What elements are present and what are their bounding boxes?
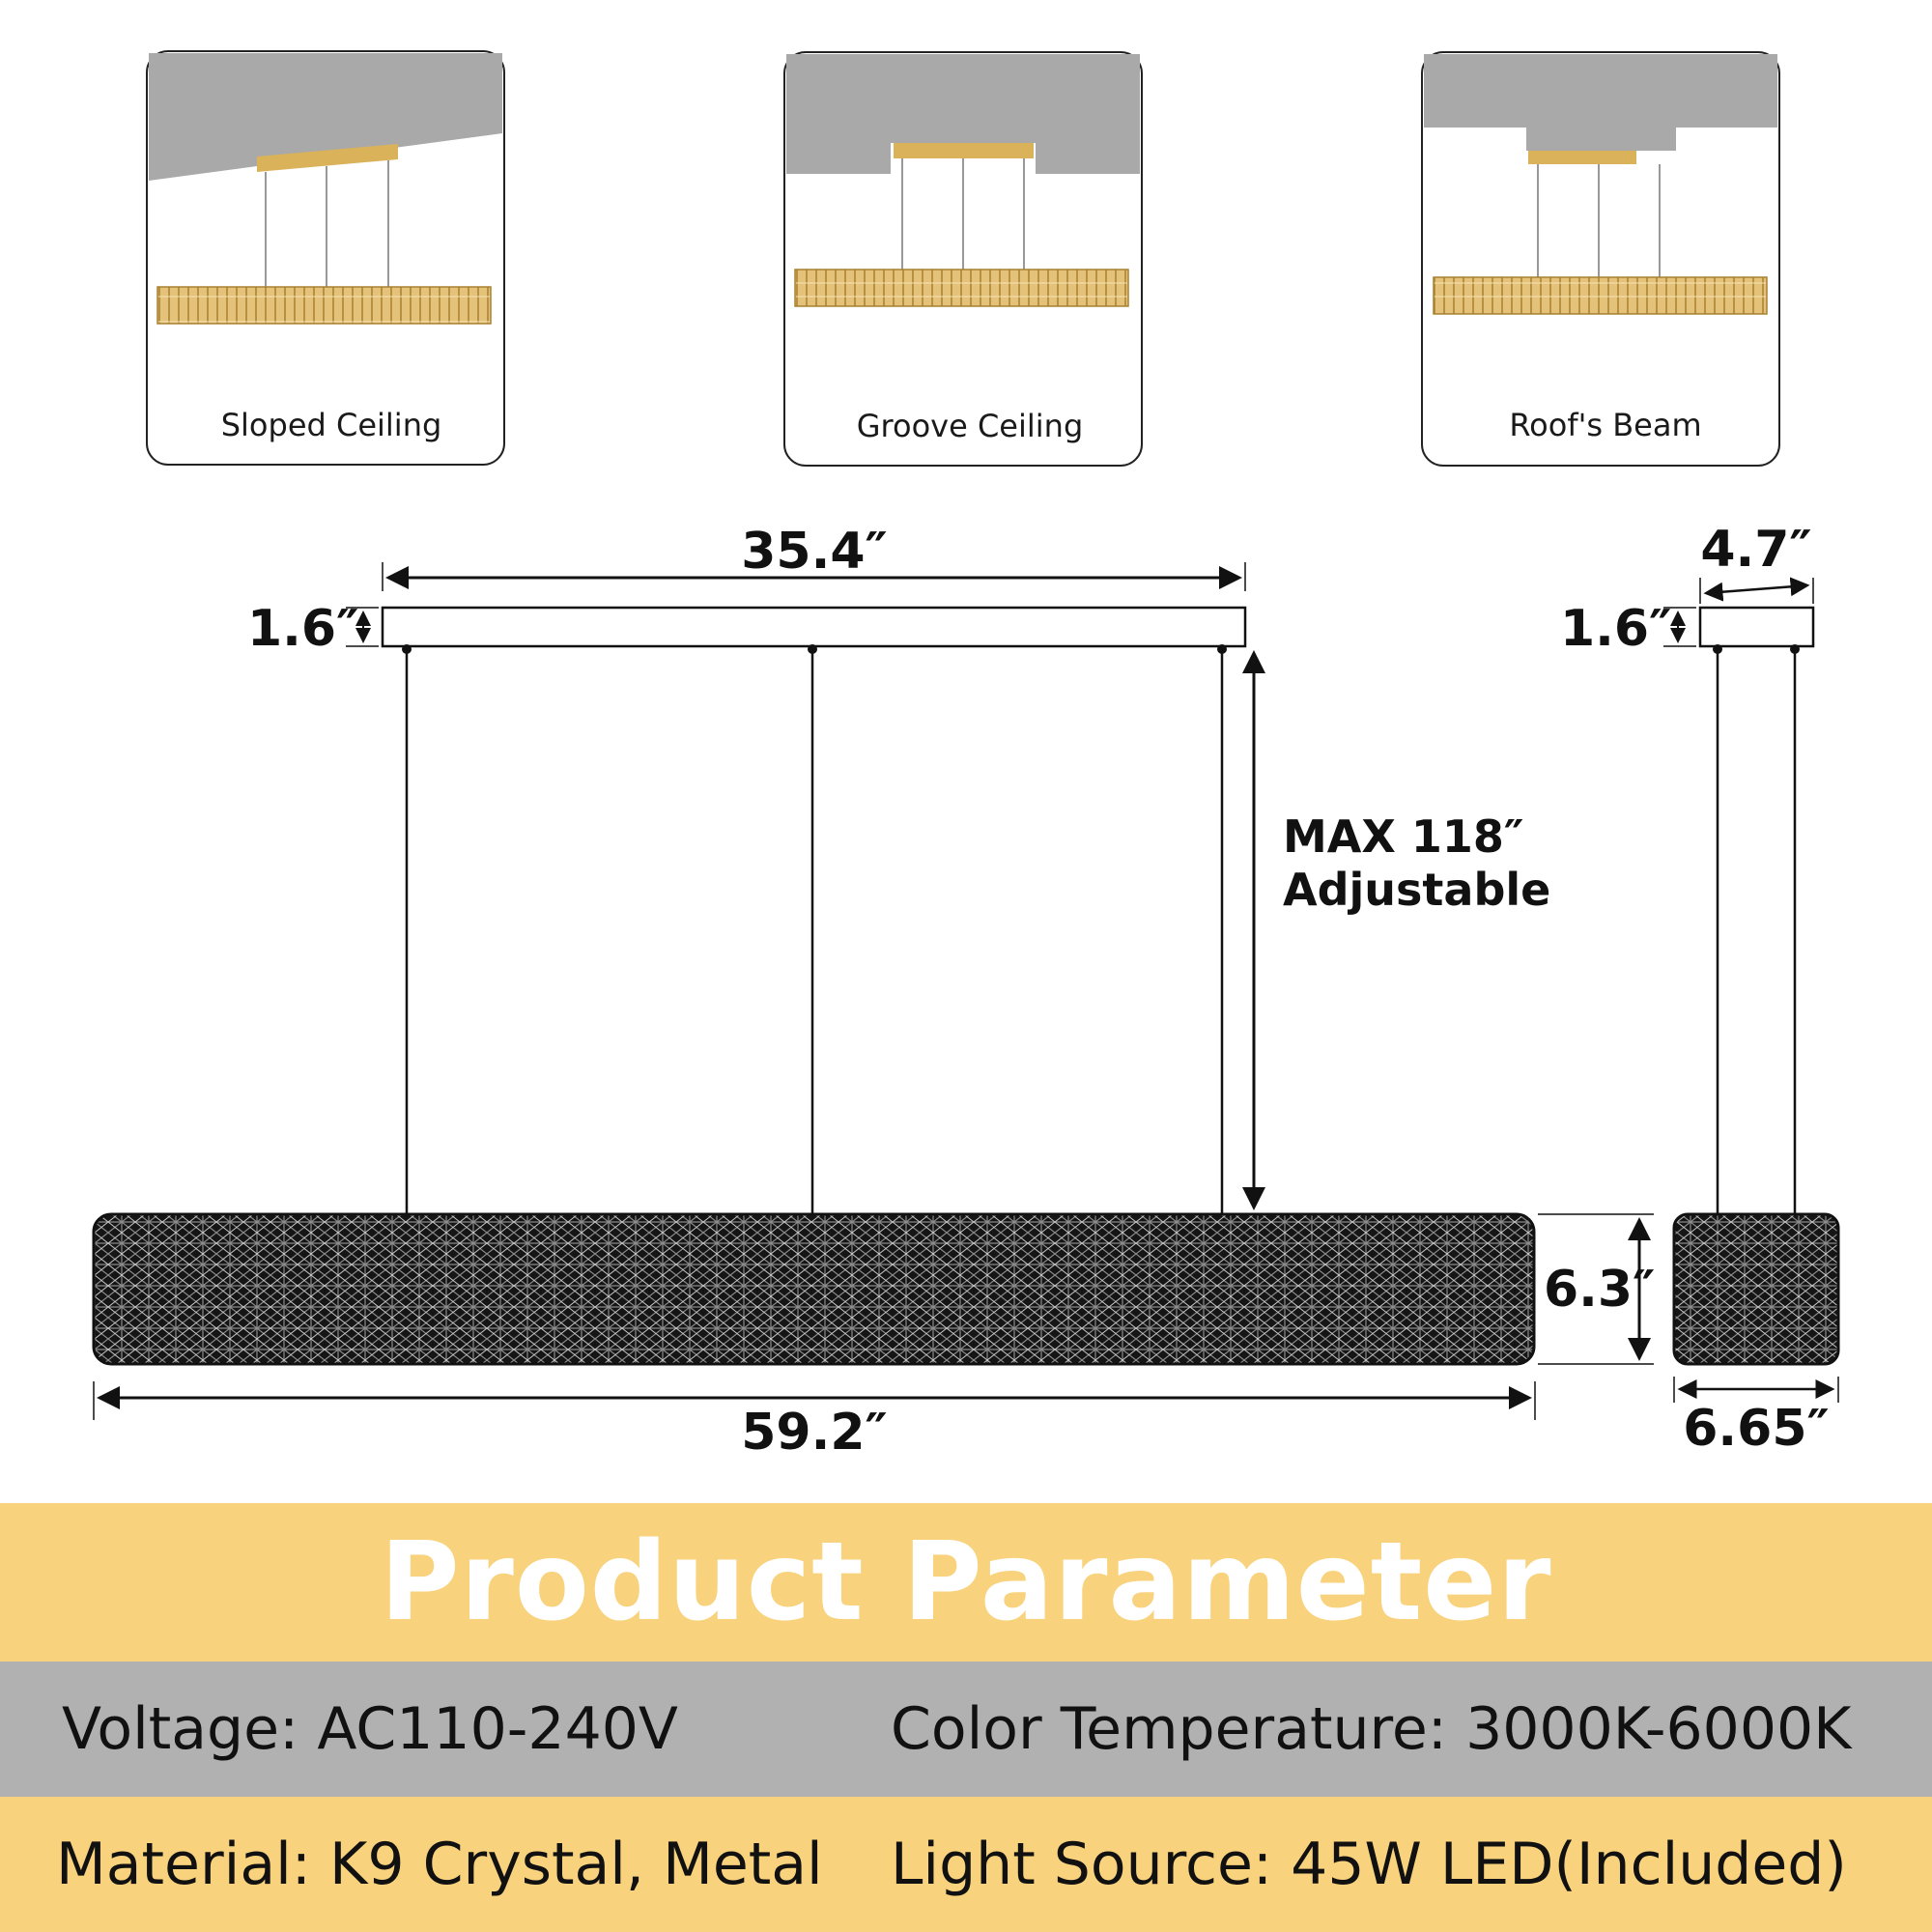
suspension-note: Adjustable [1283, 864, 1550, 916]
body-length-label: 59.2″ [741, 1404, 888, 1462]
mounting-label: Groove Ceiling [857, 408, 1084, 444]
mounting-label: Roof's Beam [1509, 407, 1701, 443]
side-crystal-body [1672, 1212, 1840, 1366]
side-canopy-height-label: 1.6″ [1560, 600, 1671, 658]
crystal-body [92, 1212, 1536, 1366]
side-view [1672, 606, 1840, 1366]
beam-ceiling-icon [1424, 54, 1777, 151]
parameter-row-2: Material: K9 Crystal, Metal Light Source… [0, 1797, 1932, 1932]
mounting-card-sloped: Sloped Ceiling [146, 50, 505, 466]
sloped-ceiling-icon [149, 53, 502, 181]
parameter-row-1: Voltage: AC110-240V Color Temperature: 3… [0, 1662, 1932, 1797]
mounting-card-groove: Groove Ceiling [783, 51, 1143, 467]
product-parameter-banner: Product Parameter [0, 1503, 1932, 1662]
mounting-label: Sloped Ceiling [221, 407, 442, 443]
section-title: Product Parameter [380, 1520, 1552, 1645]
suspension-label: MAX 118″ [1283, 810, 1523, 863]
color-temperature-spec: Color Temperature: 3000K-6000K [891, 1695, 1852, 1763]
groove-ceiling-icon [786, 54, 1140, 174]
dimension-diagram: Sloped Ceiling Groove Ceiling Roof's Bea… [92, 50, 1840, 1462]
front-view [92, 606, 1536, 1366]
light-source-spec: Light Source: 45W LED(Included) [891, 1831, 1847, 1898]
canopy-height-label: 1.6″ [247, 600, 358, 658]
canopy [381, 606, 1247, 648]
side-body-width-label: 6.65″ [1683, 1400, 1830, 1458]
side-canopy [1698, 606, 1815, 648]
dimension-lines [93, 562, 1839, 1420]
canopy-length-label: 35.4″ [741, 523, 888, 581]
side-canopy-width-label: 4.7″ [1700, 521, 1811, 579]
voltage-spec: Voltage: AC110-240V [62, 1695, 678, 1763]
body-height-label: 6.3″ [1544, 1261, 1655, 1319]
material-spec: Material: K9 Crystal, Metal [56, 1831, 823, 1898]
mounting-card-beam: Roof's Beam [1421, 51, 1780, 467]
